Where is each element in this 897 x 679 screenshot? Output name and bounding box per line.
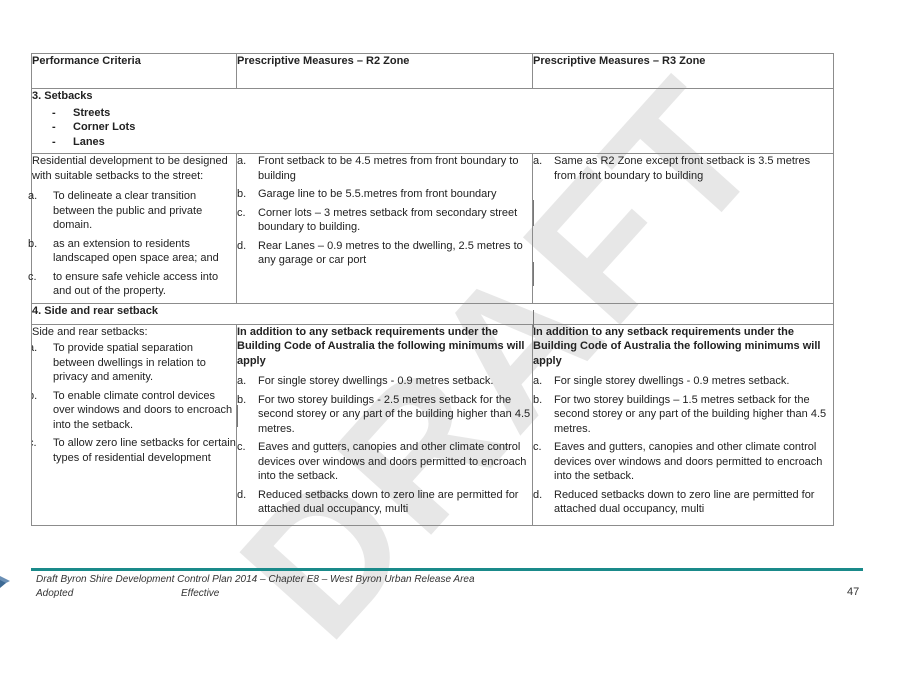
section-4-r3-cell: In addition to any setback requirements … — [532, 323, 834, 526]
list-item: c.to ensure safe vehicle access into and… — [28, 270, 219, 298]
list-item: a.For single storey dwellings - 0.9 metr… — [533, 375, 790, 387]
footer-adopted: Adopted — [36, 588, 74, 599]
section-3-bullets: Streets Corner Lots Lanes — [32, 106, 833, 150]
section-3-r2-cell: a.Front setback to be 4.5 metres from fr… — [236, 153, 533, 304]
list-item: b.Garage line to be 5.5.metres from fron… — [237, 188, 497, 200]
section-3-title: 3. Setbacks — [32, 90, 93, 102]
r3-measures-list: a.For single storey dwellings - 0.9 metr… — [533, 374, 833, 517]
table-header-row: Performance Criteria Prescriptive Measur… — [31, 53, 834, 89]
change-bar — [533, 310, 534, 328]
list-item: d.Reduced setbacks down to zero line are… — [533, 488, 815, 516]
section-4-r2-cell: In addition to any setback requirements … — [236, 323, 533, 526]
footer-document-title: Draft Byron Shire Development Control Pl… — [36, 574, 475, 585]
footer-rule — [31, 568, 863, 571]
footer-effective: Effective — [181, 588, 220, 599]
r3-intro: In addition to any setback requirements … — [533, 325, 821, 367]
section-3-r3-cell: a.Same as R2 Zone except front setback i… — [532, 153, 834, 304]
list-item: b.For two storey buildings – 1.5 metres … — [533, 393, 827, 435]
list-item: c.Eaves and gutters, canopies and other … — [237, 441, 527, 482]
list-item: a.To provide spatial separation between … — [33, 342, 206, 383]
list-item: c.To allow zero line setbacks for certai… — [33, 437, 236, 464]
list-item: d.Reduced setbacks down to zero line are… — [237, 488, 519, 516]
list-item: c.Eaves and gutters, canopies and other … — [533, 441, 823, 482]
header-r2-zone: Prescriptive Measures – R2 Zone — [236, 53, 533, 89]
criteria-intro: Side and rear setbacks: — [32, 325, 148, 338]
bullet-item: Streets — [52, 106, 833, 121]
criteria-intro: Residential development to be designed w… — [32, 155, 228, 182]
header-performance-criteria: Performance Criteria — [31, 53, 237, 89]
r2-measures-list: a.Front setback to be 4.5 metres from fr… — [237, 154, 532, 268]
list-item: a.Front setback to be 4.5 metres from fr… — [237, 155, 519, 182]
logo-icon — [0, 576, 10, 588]
list-item: d.Rear Lanes – 0.9 metres to the dwellin… — [237, 239, 523, 267]
criteria-list: a.To provide spatial separation between … — [33, 341, 236, 465]
change-bar — [533, 262, 534, 286]
change-bar — [533, 200, 534, 226]
section-4-title-row: 4. Side and rear setback — [31, 302, 834, 325]
list-item: b.For two storey buildings - 2.5 metres … — [237, 393, 531, 435]
section-3-heading: 3. Setbacks Streets Corner Lots Lanes — [31, 88, 834, 154]
section-3-criteria-cell: Residential development to be designed w… — [28, 153, 237, 304]
section-3-title-row: 3. Setbacks Streets Corner Lots Lanes — [31, 88, 834, 154]
list-item: a.Same as R2 Zone except front setback i… — [533, 155, 811, 182]
section-4-body-row: Side and rear setbacks: a.To provide spa… — [31, 323, 834, 526]
list-item: a.To delineate a clear transition betwee… — [28, 190, 203, 231]
setbacks-table: Performance Criteria Prescriptive Measur… — [28, 53, 834, 526]
bullet-item: Corner Lots — [52, 120, 833, 135]
list-item: c.Corner lots – 3 metres setback from se… — [237, 206, 518, 234]
section-4-title: 4. Side and rear setback — [31, 302, 834, 325]
criteria-list: a.To delineate a clear transition betwee… — [28, 189, 236, 299]
section-3-body-row: Residential development to be designed w… — [28, 153, 834, 304]
change-bar — [237, 405, 238, 427]
document-page: DRAFT Performance Criteria Prescriptive … — [0, 0, 897, 619]
page-number: 47 — [847, 586, 860, 598]
r3-measures-list: a.Same as R2 Zone except front setback i… — [533, 154, 833, 183]
header-r3-zone: Prescriptive Measures – R3 Zone — [532, 53, 834, 89]
list-item: a.For single storey dwellings - 0.9 metr… — [237, 375, 494, 387]
section-4-criteria-cell: Side and rear setbacks: a.To provide spa… — [31, 323, 237, 526]
list-item: b.To enable climate control devices over… — [33, 389, 233, 431]
bullet-item: Lanes — [52, 135, 833, 150]
r2-measures-list: a.For single storey dwellings - 0.9 metr… — [237, 374, 532, 517]
list-item: b.as an extension to residents landscape… — [28, 237, 219, 265]
r2-intro: In addition to any setback requirements … — [237, 325, 525, 367]
